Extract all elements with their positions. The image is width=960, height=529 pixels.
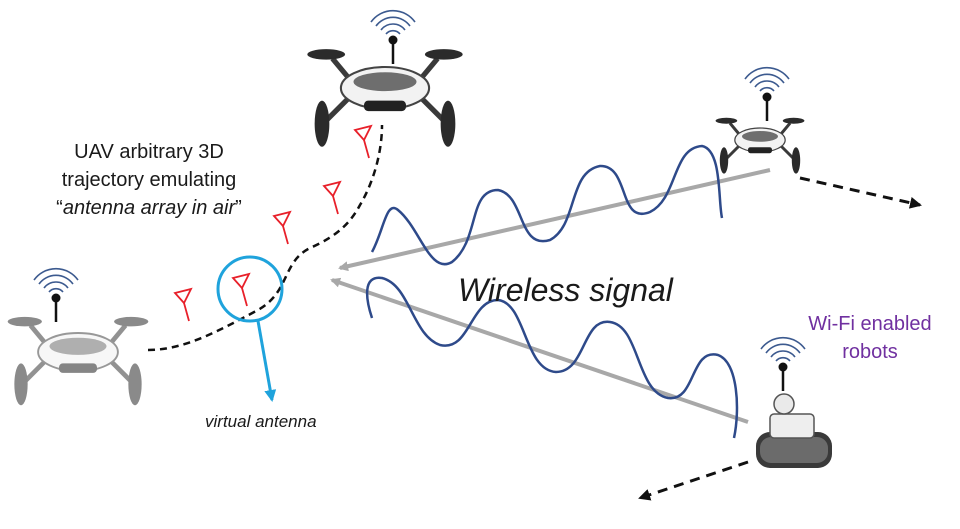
uav-label-line2: trajectory emulating: [61, 169, 237, 191]
wifi-broadcast-icon: [32, 267, 80, 324]
uav-trajectory-label: UAV arbitrary 3D trajectory emulating “a…: [30, 138, 268, 222]
wave-upper: [370, 144, 724, 266]
antenna-icon: [273, 211, 291, 245]
antenna-icon: [174, 288, 192, 322]
tracked-robot-icon: [756, 393, 832, 468]
wireless-signal-label: Wireless signal: [458, 272, 673, 308]
drone-right-icon: [714, 116, 806, 176]
motion-arrow-robot: [638, 460, 749, 501]
antenna-icon: [232, 273, 250, 307]
signal-arrow-upper: [338, 168, 771, 272]
virtual-antenna-pointer: [256, 320, 277, 402]
antenna-icon: [323, 181, 341, 215]
wifi-robots-label: Wi-Fi enabled robots: [790, 310, 950, 366]
uav-trajectory: [147, 124, 384, 352]
uav-label-line3: “antenna array in air”: [30, 194, 268, 222]
robots-label-line1: Wi-Fi enabled: [808, 313, 932, 335]
uav-label-italic: antenna array in air: [62, 197, 236, 219]
wave-lower: [365, 276, 739, 439]
robots-label-line2: robots: [842, 341, 898, 363]
antenna-icon: [354, 125, 372, 159]
wifi-broadcast-icon: [743, 66, 791, 123]
virtual-antenna-label: virtual antenna: [205, 412, 317, 431]
signal-arrow-lower: [330, 277, 749, 424]
quote-open: “: [56, 197, 63, 219]
quote-close: ”: [235, 197, 242, 219]
drone-left-icon: [8, 317, 149, 405]
virtual-antenna-circle: [216, 255, 284, 323]
drone-top-icon: [307, 49, 462, 147]
uav-label-line1: UAV arbitrary 3D: [74, 141, 224, 163]
motion-arrow-drone: [799, 176, 922, 209]
wifi-broadcast-icon: [369, 9, 417, 66]
